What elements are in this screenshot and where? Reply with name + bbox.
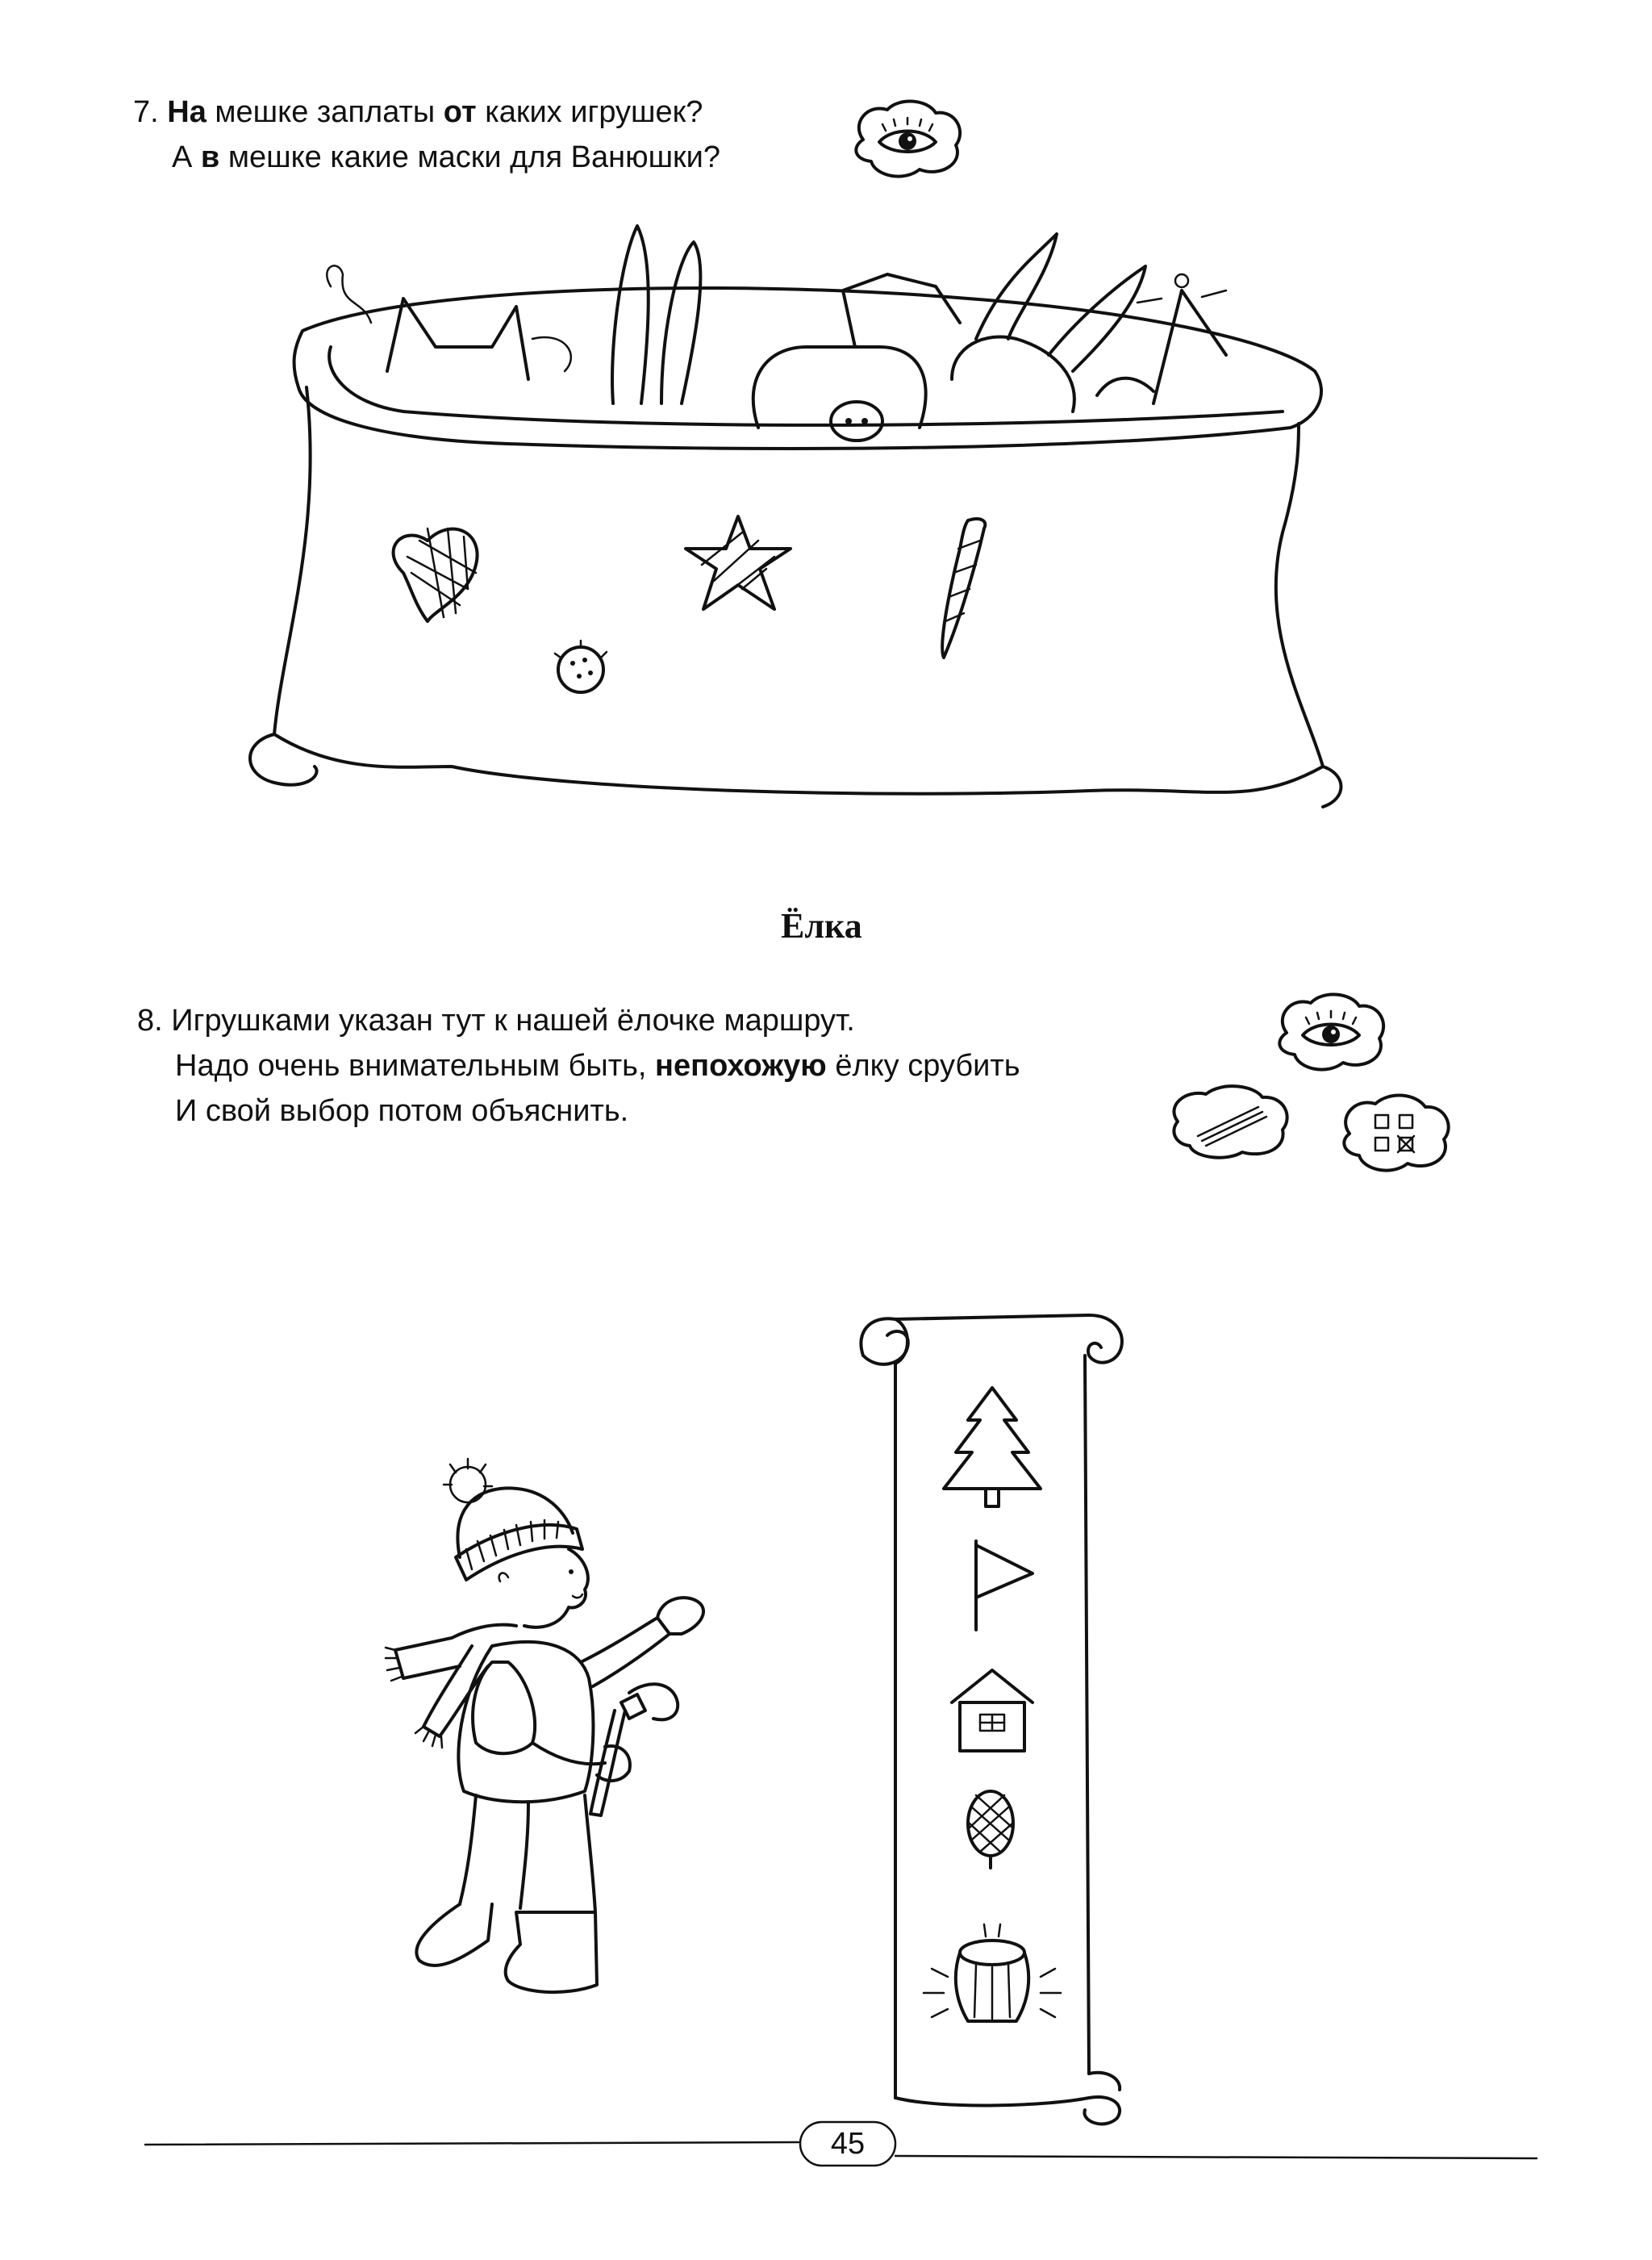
boy-with-axe-illustration: [384, 1457, 706, 1994]
ball-patch-icon: [553, 639, 608, 694]
carrot-patch-icon: [941, 517, 987, 659]
pig-mask-icon: [751, 273, 962, 442]
eye-icon: [1278, 992, 1385, 1072]
task8-line1: 8. Игрушками указан тут к нашей ёлочке м…: [137, 1004, 855, 1038]
cat-mask-icon: [326, 265, 573, 381]
flag-icon: [974, 1539, 1034, 1631]
task7-line1: 7. На мешке заплаты от каких игрушек?: [133, 95, 703, 129]
lines-icon: [1172, 1084, 1289, 1159]
squares-icon: [1342, 1093, 1450, 1172]
task8-line3: И свой выбор потом объяснить.: [175, 1094, 629, 1128]
fir-tree-icon: [942, 1386, 1042, 1508]
route-scroll: [859, 1314, 1124, 2126]
stump-icon: [922, 1923, 1062, 2023]
bunny-mask-icon: [950, 232, 1147, 413]
task8-line2: Надо очень внимательным быть, непохожую …: [175, 1049, 1020, 1083]
toy-sack-illustration: [248, 224, 1343, 808]
heart-patch-icon: [391, 527, 479, 623]
section-title: Ёлка: [781, 906, 862, 946]
task7-line2: А в мешке какие маски для Ванюшки?: [172, 140, 721, 174]
cone-icon: [966, 1790, 1015, 1869]
star-patch-icon: [684, 515, 792, 611]
hare-ears-icon: [611, 224, 703, 405]
house-icon: [950, 1669, 1034, 1752]
eye-icon: [854, 99, 962, 178]
page-number: 45: [830, 2127, 866, 2161]
